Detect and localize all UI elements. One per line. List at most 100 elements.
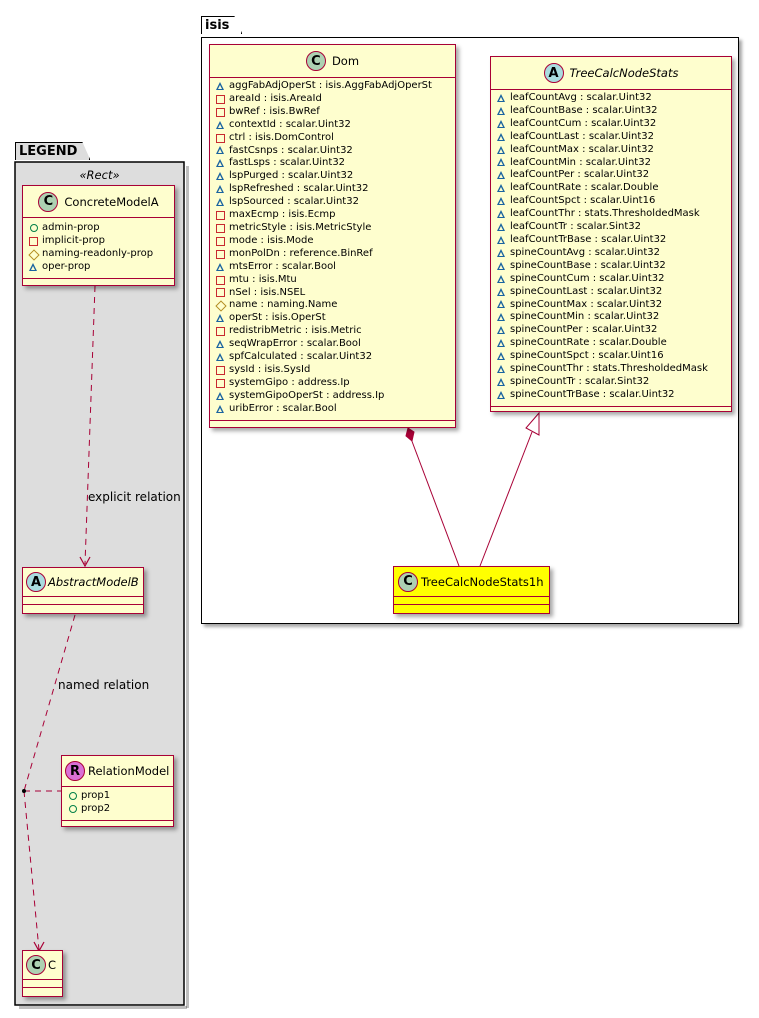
inheritance-line bbox=[479, 431, 533, 567]
attribute-text: redistribMetric : isis.Metric bbox=[229, 325, 362, 337]
attribute-row: name : naming.Name bbox=[216, 299, 455, 312]
attribute-row: leafCountCum : scalar.Uint32 bbox=[497, 118, 731, 131]
attribute-text: spineCountMax : scalar.Uint32 bbox=[510, 298, 663, 310]
package-visibility-icon bbox=[497, 145, 506, 155]
attribute-text: sysId : isis.SysId bbox=[229, 363, 311, 375]
private-visibility-icon bbox=[216, 211, 225, 221]
attribute-row: leafCountMax : scalar.Uint32 bbox=[497, 144, 731, 157]
attribute-text: leafCountLast : scalar.Uint32 bbox=[510, 130, 655, 142]
attribute-row: ctrl : isis.DomControl bbox=[216, 132, 455, 145]
attribute-text: spineCountCum : scalar.Uint32 bbox=[510, 272, 665, 284]
attribute-text: prop2 bbox=[81, 802, 111, 814]
attribute-row: systemGipoOperSt : address.Ip bbox=[216, 390, 455, 403]
class-spot-icon: C bbox=[26, 955, 46, 975]
attribute-text: leafCountBase : scalar.Uint32 bbox=[510, 104, 658, 116]
class-spot-icon: C bbox=[398, 571, 418, 592]
class-name: RelationModel bbox=[88, 764, 170, 778]
package-visibility-icon bbox=[216, 198, 225, 207]
attribute-row: spineCountRate : scalar.Double bbox=[497, 337, 731, 350]
attribute-text: leafCountMin : scalar.Uint32 bbox=[510, 156, 651, 168]
package-visibility-icon bbox=[216, 404, 225, 414]
package-visibility-icon bbox=[216, 391, 225, 401]
package-visibility-icon bbox=[497, 339, 506, 348]
private-visibility-icon bbox=[216, 249, 225, 259]
attribute-text: prop1 bbox=[81, 790, 111, 801]
attribute-row: spfCalculated : scalar.Uint32 bbox=[216, 351, 455, 364]
attribute-row: metricStyle : isis.MetricStyle bbox=[216, 222, 455, 235]
private-visibility-icon bbox=[216, 365, 225, 375]
attribute-text: leafCountSpct : scalar.Uint16 bbox=[510, 195, 656, 207]
named-relation-line-2 bbox=[23, 790, 40, 951]
attribute-text: spineCountTr : scalar.Sint32 bbox=[510, 375, 650, 387]
attribute-row: spineCountLast : scalar.Uint32 bbox=[497, 286, 731, 299]
package-visibility-icon bbox=[497, 287, 506, 297]
attribute-text: spineCountSpct : scalar.Uint16 bbox=[510, 350, 664, 362]
attribute-text: naming-readonly-prop bbox=[42, 247, 154, 259]
package-visibility-icon bbox=[497, 119, 506, 129]
class-tree-calc-node-stats-1h[interactable]: C TreeCalcNodeStats1h bbox=[393, 566, 550, 614]
attribute-compartment bbox=[23, 980, 62, 988]
method-compartment bbox=[491, 407, 731, 413]
attribute-text: uribError : scalar.Bool bbox=[229, 402, 337, 414]
package-visibility-icon bbox=[497, 248, 506, 258]
class-c[interactable]: C C bbox=[22, 950, 63, 997]
attribute-text: systemGipoOperSt : address.Ip bbox=[229, 389, 385, 401]
package-visibility-icon bbox=[497, 352, 506, 361]
class-tree-calc-node-stats[interactable]: A TreeCalcNodeStats leafCountAvg : scala… bbox=[490, 56, 732, 412]
attribute-row: redistribMetric : isis.Metric bbox=[216, 325, 455, 338]
attribute-text: admin-prop bbox=[42, 222, 100, 233]
private-visibility-icon bbox=[216, 107, 225, 117]
attribute-row: aggFabAdjOperSt : isis.AggFabAdjOperSt bbox=[216, 80, 455, 93]
attribute-text: systemGipo : address.Ip bbox=[229, 376, 350, 388]
class-header: A AbstractModelB bbox=[23, 568, 143, 597]
attribute-row: spineCountMax : scalar.Uint32 bbox=[497, 299, 731, 312]
class-dom[interactable]: C Dom aggFabAdjOperSt : isis.AggFabAdjOp… bbox=[209, 44, 456, 428]
attribute-text: contextId : scalar.Uint32 bbox=[229, 118, 351, 130]
attribute-text: spineCountTrBase : scalar.Uint32 bbox=[510, 388, 675, 400]
attribute-text: leafCountTr : scalar.Sint32 bbox=[510, 221, 641, 233]
public-visibility-icon bbox=[69, 792, 77, 801]
attribute-row: contextId : scalar.Uint32 bbox=[216, 119, 455, 132]
attribute-text: metricStyle : isis.MetricStyle bbox=[229, 221, 372, 233]
package-visibility-icon bbox=[497, 326, 506, 335]
private-visibility-icon bbox=[216, 133, 225, 143]
class-abstract-model-b[interactable]: A AbstractModelB bbox=[22, 567, 144, 614]
class-header: C ConcreteModelA bbox=[23, 186, 174, 218]
isis-package bbox=[201, 37, 739, 624]
attribute-text: spineCountLast : scalar.Uint32 bbox=[510, 285, 663, 297]
class-name: TreeCalcNodeStats bbox=[569, 66, 679, 80]
attribute-text: aggFabAdjOperSt : isis.AggFabAdjOperSt bbox=[229, 80, 432, 91]
private-visibility-icon bbox=[29, 236, 38, 246]
attribute-text: mtu : isis.Mtu bbox=[229, 273, 297, 285]
attribute-row: oper-prop bbox=[29, 261, 174, 274]
package-visibility-icon bbox=[497, 364, 506, 374]
attribute-text: spineCountAvg : scalar.Uint32 bbox=[510, 246, 660, 258]
package-visibility-icon bbox=[497, 300, 506, 309]
relation-junction-dot bbox=[22, 789, 26, 793]
attribute-row: admin-prop bbox=[29, 222, 174, 235]
attribute-text: ctrl : isis.DomControl bbox=[229, 131, 334, 143]
attribute-text: leafCountAvg : scalar.Uint32 bbox=[510, 92, 652, 103]
relation-spot-icon: R bbox=[65, 761, 85, 781]
package-visibility-icon bbox=[216, 352, 225, 362]
attribute-text: nSel : isis.NSEL bbox=[229, 286, 306, 298]
isis-package-tab: isis bbox=[201, 16, 242, 34]
attribute-row: spineCountMin : scalar.Uint32 bbox=[497, 311, 731, 324]
attribute-text: leafCountCum : scalar.Uint32 bbox=[510, 117, 657, 129]
attribute-row: mtu : isis.Mtu bbox=[216, 274, 455, 287]
class-header: C C bbox=[23, 951, 62, 980]
attribute-text: spineCountBase : scalar.Uint32 bbox=[510, 259, 666, 271]
attribute-row: fastCsnps : scalar.Uint32 bbox=[216, 145, 455, 158]
attribute-row: leafCountAvg : scalar.Uint32 bbox=[497, 92, 731, 105]
package-visibility-icon bbox=[497, 261, 506, 271]
package-visibility-icon bbox=[497, 93, 506, 103]
attribute-row: leafCountPer : scalar.Uint32 bbox=[497, 169, 731, 182]
attribute-text: maxEcmp : isis.Ecmp bbox=[229, 209, 336, 221]
package-visibility-icon bbox=[497, 210, 506, 219]
private-visibility-icon bbox=[216, 378, 225, 388]
attribute-row: maxEcmp : isis.Ecmp bbox=[216, 209, 455, 222]
